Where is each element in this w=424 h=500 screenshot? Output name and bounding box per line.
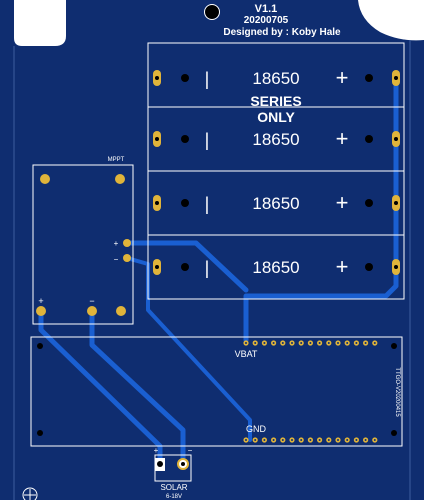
cell-hole: [365, 199, 373, 207]
solar-minus-label: −: [188, 446, 193, 455]
mppt-out-plus-label: +: [114, 239, 119, 248]
battery-cell: | 18650 +: [153, 126, 400, 151]
ttgo-module: VBAT GND TTGO-V20200415: [30, 336, 403, 447]
corner-cutout-left: [0, 0, 66, 46]
cell-minus-sign: |: [205, 130, 210, 150]
solar-range-label: 6-18V: [166, 494, 182, 500]
mppt-title: MPPT: [108, 157, 125, 163]
cell-minus-sign: |: [205, 258, 210, 278]
cell-label: 18650: [252, 69, 299, 88]
ttgo-outline: [30, 336, 403, 447]
mppt-in-plus-pad: [36, 306, 46, 316]
solar-connector: + − SOLAR 6-18V: [154, 446, 193, 500]
module-id-label: TTGO-V20200415: [394, 367, 400, 417]
mppt-out-minus-label: −: [114, 255, 119, 264]
mppt-in-plus-label: +: [38, 296, 43, 306]
header-pins-bottom: [243, 437, 378, 443]
trace-vbat: [243, 75, 399, 343]
mppt-out-plus-pad: [123, 239, 131, 247]
corner-cutout-right: [358, 0, 424, 41]
mppt-mount-pad: [115, 174, 125, 184]
cell-plus-sign: +: [336, 126, 349, 151]
cell-hole: [365, 135, 373, 143]
mounting-hole-top: [205, 5, 219, 19]
mppt-mount-pad: [40, 174, 50, 184]
designer-text: Designed by : Koby Hale: [223, 27, 341, 38]
battery-cell: | 18650 +: [153, 65, 400, 90]
trace-mppt-out-minus: [125, 256, 252, 442]
mppt-module: MPPT + − + −: [32, 157, 134, 325]
cell-minus-sign: |: [205, 194, 210, 214]
mppt-out-minus-pad: [123, 254, 131, 262]
cell-hole: [181, 199, 189, 207]
gnd-label: GND: [246, 424, 267, 434]
date-text: 20200705: [244, 15, 289, 26]
series-note-line2: ONLY: [257, 109, 295, 125]
cell-hole: [181, 74, 189, 82]
fiducial-marker: [22, 487, 38, 500]
cell-hole: [181, 263, 189, 271]
battery-cell: | 18650 +: [153, 190, 400, 215]
mppt-mount-pad: [116, 306, 126, 316]
solar-label: SOLAR: [160, 483, 187, 492]
cell-hole: [365, 74, 373, 82]
series-note-line1: SERIES: [250, 93, 301, 109]
cell-plus-sign: +: [336, 254, 349, 279]
cell-plus-sign: +: [336, 190, 349, 215]
cell-label: 18650: [252, 194, 299, 213]
cell-hole: [181, 135, 189, 143]
battery-cell: | 18650 +: [153, 254, 400, 279]
battery-holder: | 18650 + | 18650 + | 18650 +: [147, 42, 405, 300]
cell-label: 18650: [252, 130, 299, 149]
cell-hole: [365, 263, 373, 271]
trace-mppt-out-plus: [124, 240, 249, 293]
version-text: V1.1: [255, 3, 278, 15]
trace-solar-minus: [89, 307, 186, 468]
mppt-in-minus-pad: [87, 306, 97, 316]
cell-plus-sign: +: [336, 65, 349, 90]
mppt-in-minus-label: −: [89, 296, 94, 306]
solar-plus-label: +: [154, 446, 159, 455]
cell-label: 18650: [252, 258, 299, 277]
mppt-outline: [32, 164, 134, 325]
header-pins-top: [243, 340, 378, 346]
vbat-label: VBAT: [235, 349, 258, 359]
cell-minus-sign: |: [205, 69, 210, 89]
